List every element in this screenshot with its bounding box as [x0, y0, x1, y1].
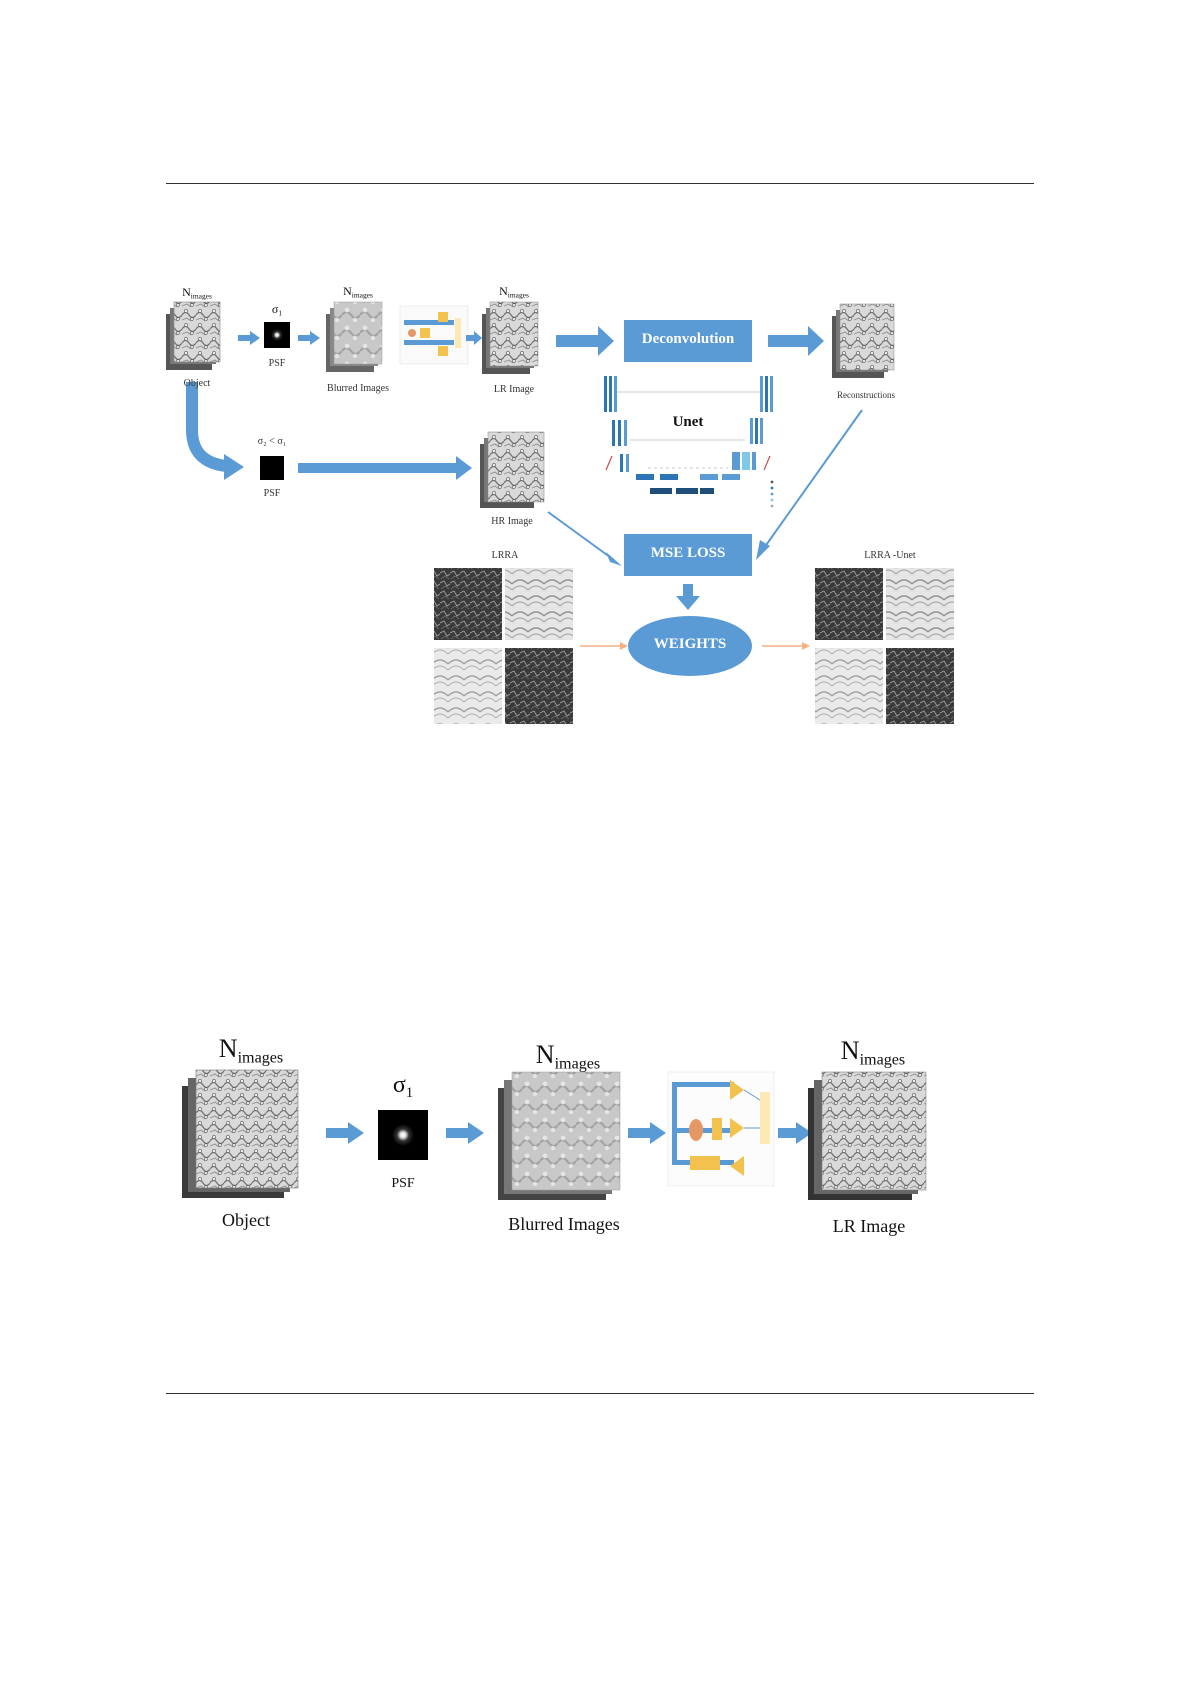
top-psf-image	[264, 322, 290, 348]
reconstructions-stack	[832, 304, 894, 378]
psf2-label: PSF	[252, 488, 292, 499]
orange-arrow-right	[762, 642, 810, 650]
top-object-stack	[166, 302, 220, 370]
arrow-hr-to-mse	[548, 512, 614, 560]
reconstructions-label: Reconstructions	[824, 390, 908, 400]
bottom-lr-label: LR Image	[814, 1216, 924, 1237]
top-degradation-network	[400, 306, 468, 364]
bottom-psf-image	[378, 1110, 428, 1160]
arrow-hr-to-mse-head	[606, 552, 622, 566]
bottom-object-stack	[182, 1070, 298, 1198]
bottom-lr-stack	[808, 1072, 926, 1200]
top-lr-stack	[482, 302, 538, 374]
bottom-object-label: Object	[196, 1210, 296, 1231]
sigma2-label: σ₂ < σ₁	[252, 436, 292, 447]
bottom-blurred-stack	[498, 1072, 620, 1200]
bottom-degradation-network	[668, 1072, 774, 1186]
arrow-to-hr	[298, 456, 472, 480]
bottom-object-count-label: Nimages	[196, 1034, 306, 1068]
bottom-blurred-count-label: Nimages	[512, 1040, 624, 1074]
bottom-arrow-2	[446, 1122, 484, 1144]
top-object-label: Object	[170, 378, 224, 389]
curved-arrow-to-psf2	[192, 382, 244, 480]
top-arrow-1	[238, 331, 260, 345]
deconvolution-label: Deconvolution	[624, 331, 752, 348]
arrow-to-reconstructions	[768, 326, 824, 356]
lrra-label: LRRA	[480, 550, 530, 561]
top-blurred-label: Blurred Images	[320, 383, 396, 394]
top-sigma-label: σ1	[262, 302, 292, 318]
weights-label: WEIGHTS	[628, 636, 752, 653]
top-arrow-2	[298, 331, 320, 345]
arrow-recon-to-mse	[764, 410, 862, 548]
top-arrow-to-deconv	[556, 326, 614, 356]
lrra-images-grid	[434, 568, 573, 724]
psf2-image	[260, 456, 284, 480]
orange-arrow-left	[580, 642, 628, 650]
bottom-blurred-label: Blurred Images	[494, 1214, 634, 1235]
top-object-count-label: Nimages	[170, 285, 224, 301]
top-lr-count-label: Nimages	[486, 284, 542, 300]
bottom-arrow-4	[778, 1122, 812, 1144]
bottom-sigma-label: σ1	[378, 1072, 428, 1102]
arrow-mse-to-weights	[676, 584, 700, 610]
hr-label: HR Image	[484, 516, 540, 527]
lrra-unet-label: LRRA -Unet	[850, 550, 930, 561]
top-arrow-3	[466, 331, 482, 345]
top-lr-label: LR Image	[486, 384, 542, 395]
bottom-arrow-3	[628, 1122, 666, 1144]
lrra-unet-images-grid	[815, 568, 954, 724]
bottom-arrow-1	[326, 1122, 364, 1144]
top-blurred-count-label: Nimages	[330, 284, 386, 300]
unet-schematic	[604, 376, 773, 507]
bottom-lr-count-label: Nimages	[818, 1036, 928, 1070]
unet-label: Unet	[650, 414, 726, 431]
hr-stack	[480, 432, 544, 508]
top-psf-label: PSF	[262, 358, 292, 369]
mse-loss-label: MSE LOSS	[624, 545, 752, 562]
bottom-psf-label: PSF	[378, 1176, 428, 1192]
top-blurred-stack	[326, 302, 382, 372]
